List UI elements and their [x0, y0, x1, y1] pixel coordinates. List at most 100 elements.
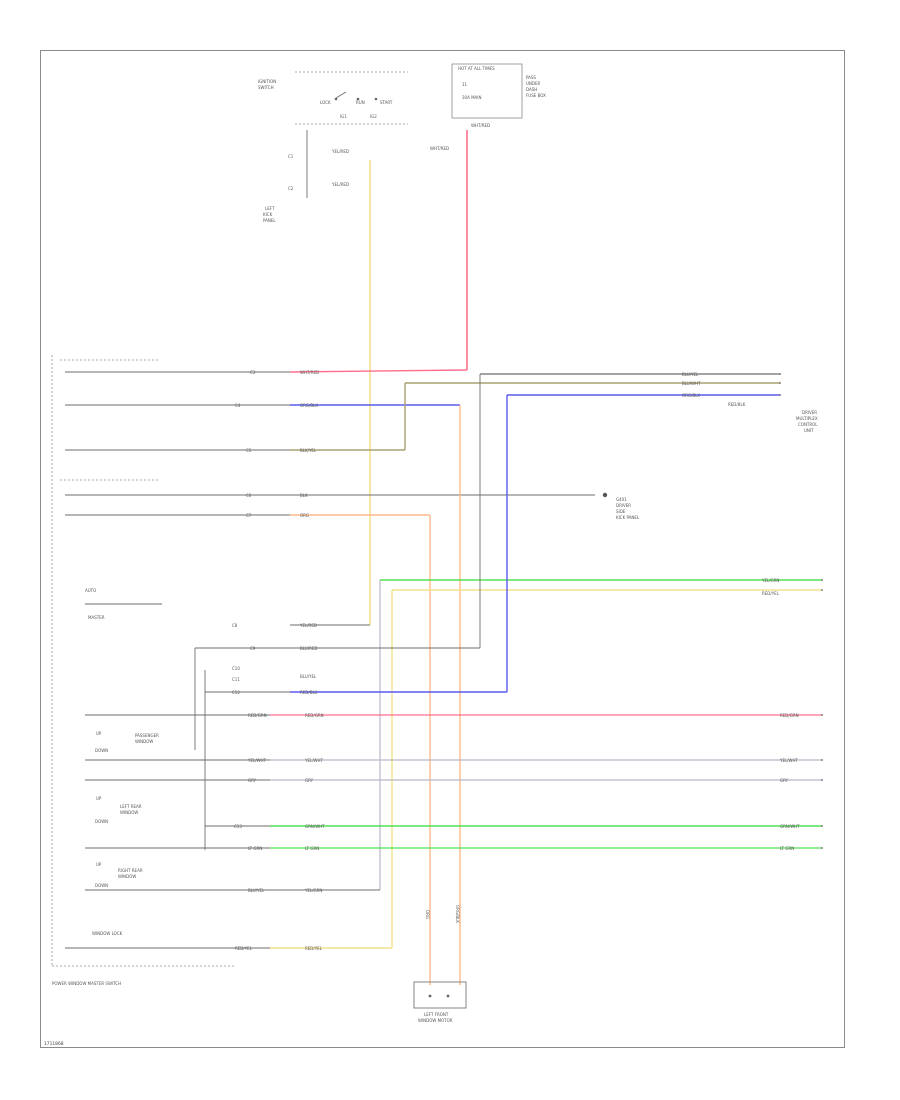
conn-c9: C9	[250, 646, 256, 651]
wire-label-red-grn-r: RED/GRN	[780, 713, 799, 718]
passenger-window-line2: WINDOW	[135, 739, 153, 744]
right-label-r4: ORG/BLK	[682, 393, 700, 398]
kick-wire-label-1: YEL/RED	[331, 149, 349, 154]
wire-label-lt-grn: LT GRN	[305, 846, 319, 851]
ignition-pos-run: RUN	[356, 100, 365, 105]
kick-panel-line2: KICK	[263, 212, 273, 217]
lower-rows: RED/GRN RED/GRN RED/GRN YEL/WHT YEL/WHT …	[65, 713, 822, 951]
wire-label-gry-r: GRY	[780, 778, 789, 783]
fuse-box: HOT AT ALL TIMES 11 30A MAIN PASS UNDER …	[430, 63, 546, 151]
terminal-dots	[779, 373, 823, 849]
wire-label-blu-yel: BLU/YEL	[300, 674, 317, 679]
motor-wire-org: ORG	[425, 910, 430, 919]
conn-c6: C6	[246, 493, 252, 498]
fuse-rating: 30A MAIN	[462, 95, 481, 100]
right-label-r2: BLU/YEL	[682, 372, 699, 377]
g401-line3: SIDE	[616, 509, 626, 514]
conn-c4: C4	[235, 403, 241, 408]
ignition-switch: IGNITION SWITCH LOCK START RUN IG1 IG2	[258, 71, 408, 125]
wire-label-yel-grn: YEL/GRN	[304, 888, 322, 893]
passenger-window-down: DOWN	[95, 748, 108, 753]
fuse-number: 11	[462, 82, 468, 87]
wire-label-yel-wht: YEL/WHT	[304, 758, 324, 763]
wire-label-gry-l: GRY	[248, 778, 257, 783]
conn-c13: C13	[234, 824, 242, 829]
g401-line2: DRIVER	[616, 503, 631, 508]
right-rear-line1: RIGHT REAR	[118, 868, 143, 873]
left-rear-down: DOWN	[95, 819, 108, 824]
motor-wire-org-blk: ORG/BLK	[455, 905, 460, 923]
second-block-wires: C6 BLK G401 DRIVER SIDE KICK PANEL C7 OR…	[65, 405, 640, 985]
ignition-pin-ig1: IG1	[340, 114, 347, 119]
right-label-r5: RED/BLK	[728, 402, 746, 407]
passenger-window-line1: PASSENGER	[135, 733, 159, 738]
right-label-r6: GRN/WHT	[780, 824, 800, 829]
wire-label-yel-red-2: YEL/RED	[299, 623, 317, 628]
right-label-r3: BLU/WHT	[682, 381, 701, 386]
right-label-r1: YEL/GRN	[761, 578, 779, 583]
conn-c11: C11	[232, 677, 240, 682]
diagram-frame	[40, 50, 845, 1048]
motor-line2: WINDOW MOTOR	[418, 1018, 453, 1023]
kick-wire-label-2: YEL/RED	[331, 182, 349, 187]
multiplex-line3: CONTROL	[798, 422, 818, 427]
fuse-box-line2: UNDER	[526, 81, 541, 86]
up-label-3: UP	[96, 862, 102, 867]
fuse-wire-label-2: WHT/RED	[430, 146, 449, 151]
wire-label-red-grn: RED/GRN	[305, 713, 324, 718]
kick-panel-line3: PANEL	[263, 218, 276, 223]
hot-at-all-times-label: HOT AT ALL TIMES	[458, 66, 495, 71]
wire-label-red-blu: RED/BLU	[300, 690, 318, 695]
wire-label-org-blk: ORG/BLK	[300, 403, 318, 408]
auto-label: AUTO	[85, 588, 96, 593]
wire-label-grn-wht: GRN/WHT	[305, 824, 325, 829]
multiplex-line4: UNIT	[804, 428, 814, 433]
conn-c3: C3	[250, 370, 256, 375]
left-front-motor: LEFT FRONT WINDOW MOTOR ORG ORG/BLK	[413, 905, 467, 1023]
master-switch: MASTER POWER WINDOW MASTER SWITCH	[51, 355, 235, 986]
kick-panel-line1: LEFT	[265, 206, 275, 211]
master-label: MASTER	[88, 615, 105, 620]
kick-connector-c2: C2	[288, 186, 294, 191]
conn-c5: C5	[246, 448, 252, 453]
left-kick-panel: C1 C2 LEFT KICK PANEL YEL/RED YEL/RED	[263, 130, 349, 223]
ignition-switch-label: IGNITION	[258, 79, 276, 84]
fuse-box-line1: PASS	[526, 75, 536, 80]
wire-label-red-yel-l: RED/YEL	[235, 946, 253, 951]
right-rear-down: DOWN	[95, 883, 108, 888]
wire-label-yel-wht-r: YEL/WHT	[779, 758, 799, 763]
right-rear-line2: WINDOW	[118, 874, 136, 879]
left-rear-line1: LEFT REAR	[120, 804, 142, 809]
right-label-red-yel: RED/YEL	[762, 591, 780, 596]
ignition-pin-ig2: IG2	[370, 114, 377, 119]
wire-label-red-yel: RED/YEL	[305, 946, 323, 951]
wire-label-blk-yel: BLK/YEL	[300, 448, 317, 453]
kick-connector-c1: C1	[288, 154, 294, 159]
wire-label-wht-red: WHT/RED	[300, 370, 319, 375]
top-block-wires: C3 WHT/RED C4 ORG/BLK C5 BLK/YEL BLU/YEL…	[65, 369, 818, 453]
master-switch-label: POWER WINDOW MASTER SWITCH	[52, 981, 121, 986]
up-label-2: UP	[96, 796, 102, 801]
wire-label-blu-yel-2: BLU/YEL	[248, 888, 265, 893]
wire-label-blk: BLK	[300, 493, 308, 498]
multiplex-line1: DRIVER	[802, 410, 817, 415]
conn-c8: C8	[232, 623, 238, 628]
wire-label-yel-wht-l: YEL/WHT	[247, 758, 267, 763]
diagram-id: 1711868	[44, 1041, 64, 1047]
fuse-wire-label: WHT/RED	[471, 123, 490, 128]
switch-labels: UP PASSENGER WINDOW DOWN UP LEFT REAR WI…	[85, 588, 159, 936]
wire-label-org: ORG	[300, 513, 309, 518]
fuse-box-line4: FUSE BOX	[526, 93, 546, 98]
ignition-switch-label-2: SWITCH	[258, 85, 274, 90]
ignition-pos-start: START	[380, 100, 393, 105]
up-label-1: UP	[96, 731, 102, 736]
left-rear-line2: WINDOW	[120, 810, 138, 815]
right-label-r7: LT GRN	[780, 846, 794, 851]
wire-label-red-grn-l: RED/GRN	[248, 713, 267, 718]
g401-line4: KICK PANEL	[616, 515, 640, 520]
conn-c7: C7	[246, 513, 252, 518]
window-lock-label: WINDOW LOCK	[92, 931, 123, 936]
wire-label-gry: GRY	[305, 778, 314, 783]
wire-label-blu-red: BLU/RED	[300, 646, 317, 651]
